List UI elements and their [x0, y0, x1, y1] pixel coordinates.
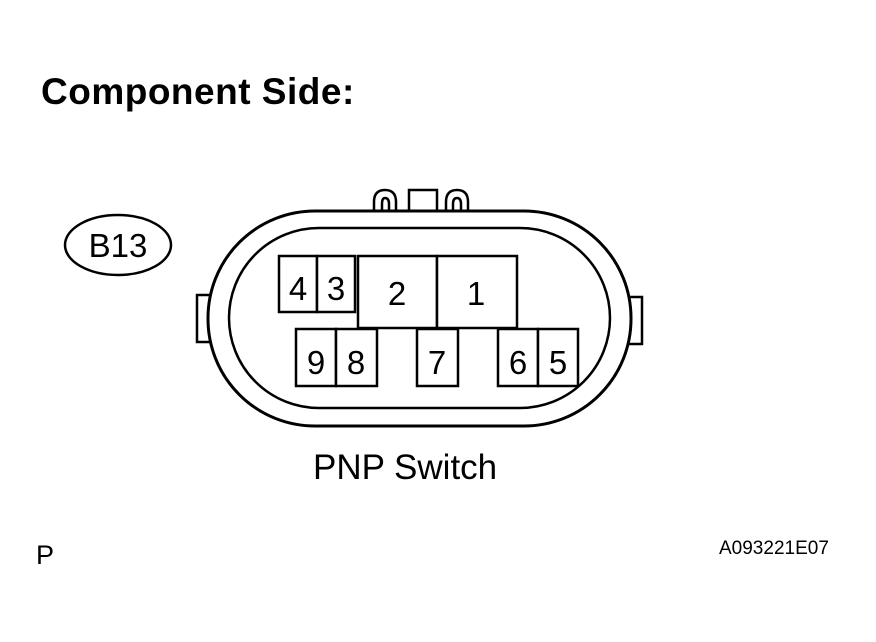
- terminal-8-number: 8: [347, 344, 365, 381]
- terminal-2-number: 2: [388, 275, 406, 312]
- component-caption: PNP Switch: [313, 448, 498, 487]
- page-title: Component Side:: [41, 71, 355, 112]
- terminal-6-number: 6: [509, 344, 527, 381]
- connector-tag: B13: [63, 213, 173, 277]
- terminal-3-number: 3: [327, 270, 345, 307]
- terminal-2: [356, 254, 439, 330]
- terminal-8: [334, 327, 379, 388]
- page-mark: P: [36, 540, 55, 570]
- connector-tag-label: B13: [89, 227, 148, 264]
- terminal-7-number: 7: [428, 344, 446, 381]
- terminal-9-number: 9: [307, 344, 325, 381]
- terminal-7: [415, 327, 460, 388]
- terminal-9: [294, 327, 338, 388]
- terminal-5: [536, 327, 580, 388]
- terminal-4-number: 4: [289, 270, 307, 307]
- terminal-1-number: 1: [467, 275, 485, 312]
- terminal-1: [435, 254, 519, 330]
- figure-id: A093221E07: [719, 538, 829, 559]
- terminal-5-number: 5: [549, 344, 567, 381]
- terminal-3: [315, 254, 357, 314]
- connector-housing-inner: [227, 226, 612, 410]
